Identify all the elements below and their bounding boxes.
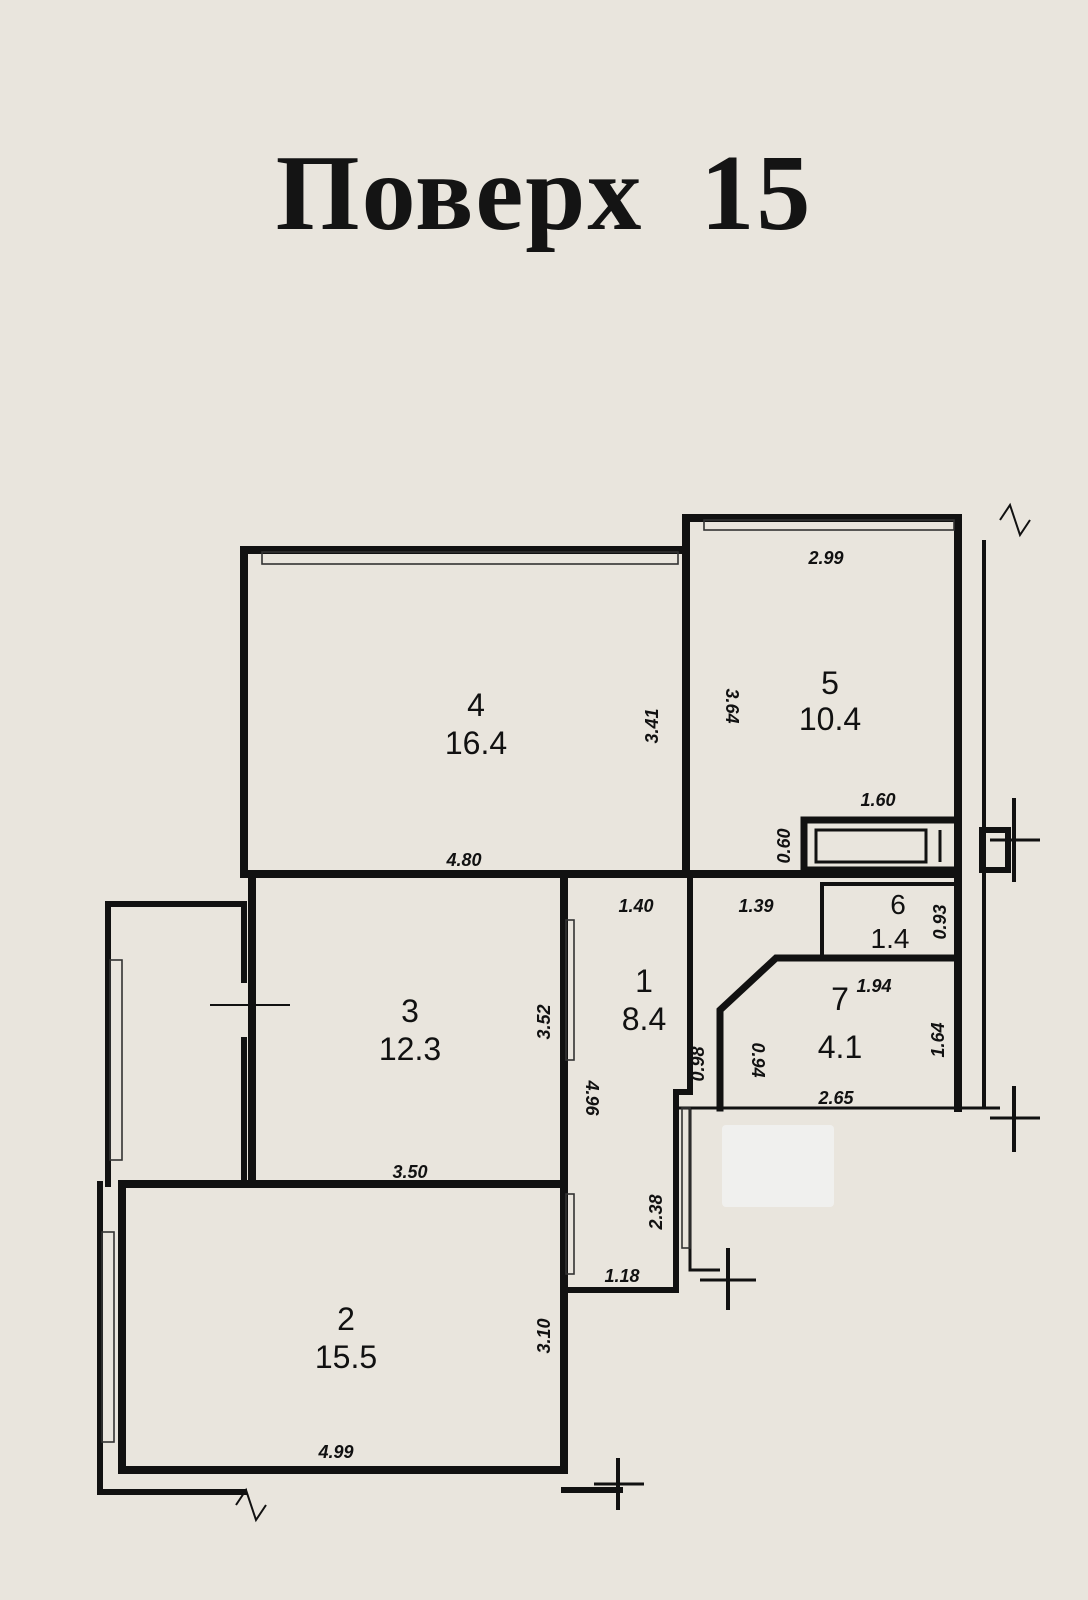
- dim-hall-b: 1.39: [738, 896, 773, 916]
- room-7-number: 7: [831, 981, 849, 1017]
- dim-r5-top: 2.99: [807, 548, 843, 568]
- room-3-area: 12.3: [379, 1031, 441, 1067]
- dim-hall-a: 1.40: [618, 896, 653, 916]
- break-mark-bottom: [235, 1487, 267, 1523]
- hall-outline: [561, 871, 693, 1473]
- dim-hall-length: 4.96: [582, 1079, 602, 1116]
- room-1-area: 8.4: [622, 1001, 666, 1037]
- dimension-labels: 2.99 3.64 3.41 4.80 1.60 0.60 1.40 1.39 …: [317, 548, 950, 1462]
- dim-entry-depth: 2.38: [646, 1194, 666, 1230]
- dim-storage-width: 1.60: [860, 790, 895, 810]
- storage-walls: [800, 816, 962, 874]
- dim-r2-side: 3.10: [534, 1318, 554, 1353]
- door-room-2: [565, 1193, 575, 1275]
- room-labels: 4 16.4 5 10.4 3 12.3 1 8.4 2 15.5 6 1.4 …: [315, 665, 910, 1375]
- dim-r3-bottom: 3.50: [392, 1162, 427, 1182]
- redacted-patch: [722, 1125, 834, 1207]
- room-4-number: 4: [467, 687, 485, 723]
- window-room-4: [261, 551, 679, 565]
- dim-hall-c: 0.98: [688, 1046, 708, 1081]
- vent-block: [979, 827, 1011, 873]
- room-3-walls: [248, 870, 568, 1188]
- dim-r7-left: 0.94: [748, 1042, 768, 1077]
- room-2-number: 2: [337, 1301, 355, 1337]
- room-4-area: 16.4: [445, 725, 507, 761]
- room-2-area: 15.5: [315, 1339, 377, 1375]
- balcony-walls: [105, 901, 247, 1187]
- dim-r4-side: 3.41: [642, 708, 662, 743]
- window-room-5: [703, 519, 955, 531]
- room-3-number: 3: [401, 993, 419, 1029]
- room-5-number: 5: [821, 665, 839, 701]
- walls: [97, 502, 1040, 1523]
- windows: [101, 519, 955, 1443]
- room-6-number: 6: [890, 889, 906, 920]
- dim-r5-side: 3.64: [722, 688, 742, 723]
- dim-r6-depth: 0.93: [930, 904, 950, 939]
- storage-inner: [814, 828, 928, 864]
- room-6-walls: [820, 882, 960, 960]
- room-6-area: 1.4: [871, 923, 910, 954]
- dim-r4-bottom: 4.80: [445, 850, 481, 870]
- door-room-3: [565, 919, 575, 1061]
- dim-r7-top: 1.94: [856, 976, 891, 996]
- room-5-area: 10.4: [799, 701, 861, 737]
- dim-storage-depth: 0.60: [774, 828, 794, 863]
- window-balcony: [109, 959, 123, 1161]
- room-7-area: 4.1: [818, 1029, 862, 1065]
- break-mark-top: [999, 502, 1031, 538]
- entry-wall: [688, 1108, 720, 1272]
- room-4-walls: [240, 546, 690, 878]
- window-room-2: [101, 1231, 115, 1443]
- entry-door: [681, 1107, 691, 1249]
- dim-r3-side: 3.52: [534, 1004, 554, 1039]
- room-1-number: 1: [635, 963, 653, 999]
- dim-r2-bottom: 4.99: [317, 1442, 353, 1462]
- floor-title: Поверх 15: [275, 134, 813, 253]
- dim-entry-width: 1.18: [604, 1266, 639, 1286]
- dim-r7-bottom: 2.65: [817, 1088, 854, 1108]
- dim-r7-side: 1.64: [928, 1022, 948, 1057]
